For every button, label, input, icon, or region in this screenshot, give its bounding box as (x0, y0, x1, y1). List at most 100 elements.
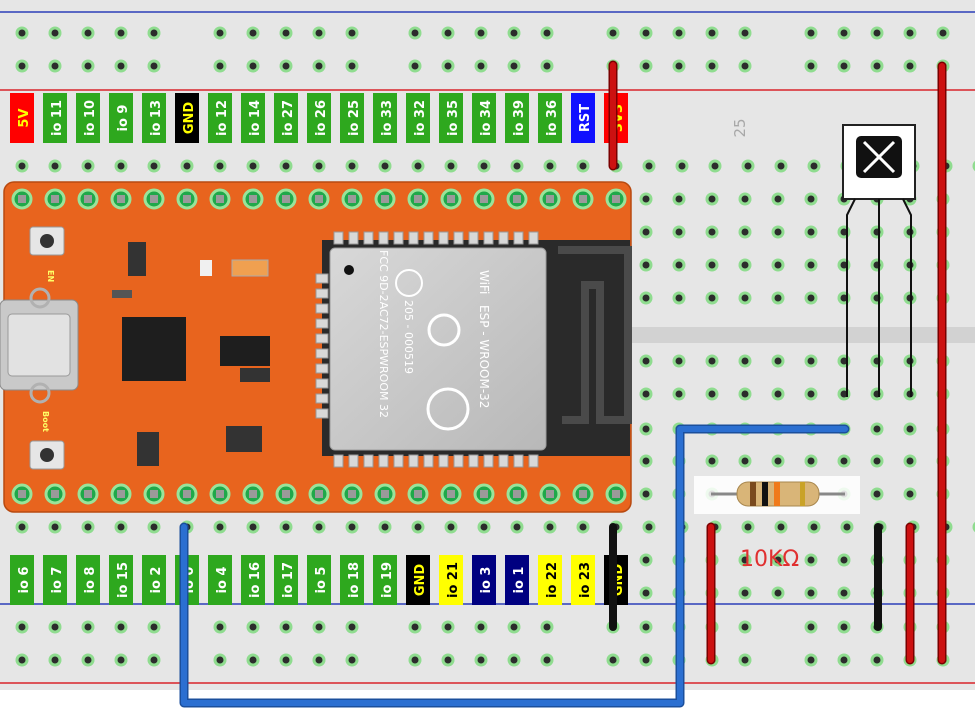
module-pad (379, 232, 388, 244)
grid-hole-center (808, 458, 815, 465)
module-pad (484, 232, 493, 244)
esp-module-shield (330, 248, 546, 450)
rail-hole-center (250, 624, 257, 631)
rail-hole-center (808, 30, 815, 37)
module-pad (316, 394, 328, 403)
resistor-value-label: 10KΩ (740, 547, 799, 572)
rail-hole-center (118, 30, 125, 37)
grid-hole-center (580, 524, 587, 531)
header-pin-core (249, 490, 257, 498)
header-pin-core (414, 195, 422, 203)
rail-hole-center (511, 657, 518, 664)
rail-hole-center (283, 624, 290, 631)
grid-hole-center (709, 262, 716, 269)
rail-hole-center (676, 30, 683, 37)
grid-hole-center (676, 391, 683, 398)
grid-hole-center (85, 163, 92, 170)
rail-hole-center (742, 624, 749, 631)
grid-hole-center (775, 358, 782, 365)
header-pin-core (546, 490, 554, 498)
row-number-label: 25 (731, 118, 749, 137)
module-pad (316, 379, 328, 388)
rail-hole-center (841, 63, 848, 70)
rail-hole-center (349, 624, 356, 631)
module-pad (334, 455, 343, 467)
transistor-chip (128, 242, 146, 276)
grid-hole-center (778, 524, 785, 531)
rail-hole-center (643, 657, 650, 664)
rail-hole-center (709, 63, 716, 70)
grid-hole-center (808, 196, 815, 203)
header-pin-core (249, 195, 257, 203)
module-pad (529, 455, 538, 467)
header-pin-core (51, 490, 59, 498)
grid-hole-center (481, 524, 488, 531)
header-pin-core (117, 490, 125, 498)
grid-hole-center (808, 590, 815, 597)
rail-hole-center (610, 30, 617, 37)
top-pin-label-text: io 10 (83, 100, 98, 136)
header-pin-core (381, 195, 389, 203)
rail-hole-center (478, 657, 485, 664)
grid-hole-center (217, 163, 224, 170)
grid-hole-center (151, 163, 158, 170)
grid-hole-center (775, 262, 782, 269)
grid-hole-center (709, 458, 716, 465)
rail-hole-center (940, 30, 947, 37)
en-button-cap (40, 234, 54, 248)
top-pin-label-text: io 14 (248, 100, 263, 136)
grid-hole-center (316, 524, 323, 531)
esp32-board: EN Boot WiFi ESP - WROOM-32 FCC 9D-2AC72… (0, 182, 631, 512)
top-pin-label-text: io 36 (545, 100, 560, 136)
module-pad (409, 455, 418, 467)
rail-hole-center (907, 30, 914, 37)
rail-hole-center (151, 624, 158, 631)
rail-hole-center (19, 657, 26, 664)
usb-uart-chip (122, 317, 186, 381)
grid-hole-center (907, 426, 914, 433)
module-pad (424, 455, 433, 467)
rail-hole-center (742, 30, 749, 37)
rail-hole-center (349, 657, 356, 664)
grid-hole-center (709, 229, 716, 236)
rail-hole-center (709, 30, 716, 37)
module-pad (316, 304, 328, 313)
rail-hole-center (85, 657, 92, 664)
grid-hole-center (514, 163, 521, 170)
rail-hole-center (478, 624, 485, 631)
grid-hole-center (709, 358, 716, 365)
rail-hole-center (217, 657, 224, 664)
bottom-pin-label-text: io 16 (248, 562, 263, 598)
module-wifi-text: WiFi (477, 270, 491, 294)
top-pin-label-text: io 12 (215, 100, 230, 136)
rail-hole-center (841, 30, 848, 37)
module-pad (439, 455, 448, 467)
rail-hole-center (544, 624, 551, 631)
rail-hole-center (283, 657, 290, 664)
grid-hole-center (643, 557, 650, 564)
rail-hole-center (478, 30, 485, 37)
header-pin-core (579, 195, 587, 203)
rail-hole-center (283, 63, 290, 70)
grid-hole-center (808, 295, 815, 302)
module-pad (316, 289, 328, 298)
module-pad (349, 455, 358, 467)
grid-hole-center (709, 391, 716, 398)
bottom-pin-label-text: io 1 (512, 567, 527, 594)
grid-hole-center (643, 358, 650, 365)
header-pin-core (150, 490, 158, 498)
bottom-pin-label-text: GND (413, 564, 428, 597)
grid-hole-center (316, 163, 323, 170)
grid-hole-center (874, 491, 881, 498)
top-pin-label-text: io 26 (314, 100, 329, 136)
rail-hole-center (643, 63, 650, 70)
rail-hole-center (19, 624, 26, 631)
module-pad (316, 274, 328, 283)
grid-hole-center (907, 491, 914, 498)
grid-hole-center (643, 491, 650, 498)
grid-hole-center (874, 426, 881, 433)
bottom-pin-label-text: io 21 (446, 562, 461, 598)
grid-hole-center (709, 196, 716, 203)
rail-hole-center (511, 63, 518, 70)
led (200, 260, 212, 276)
